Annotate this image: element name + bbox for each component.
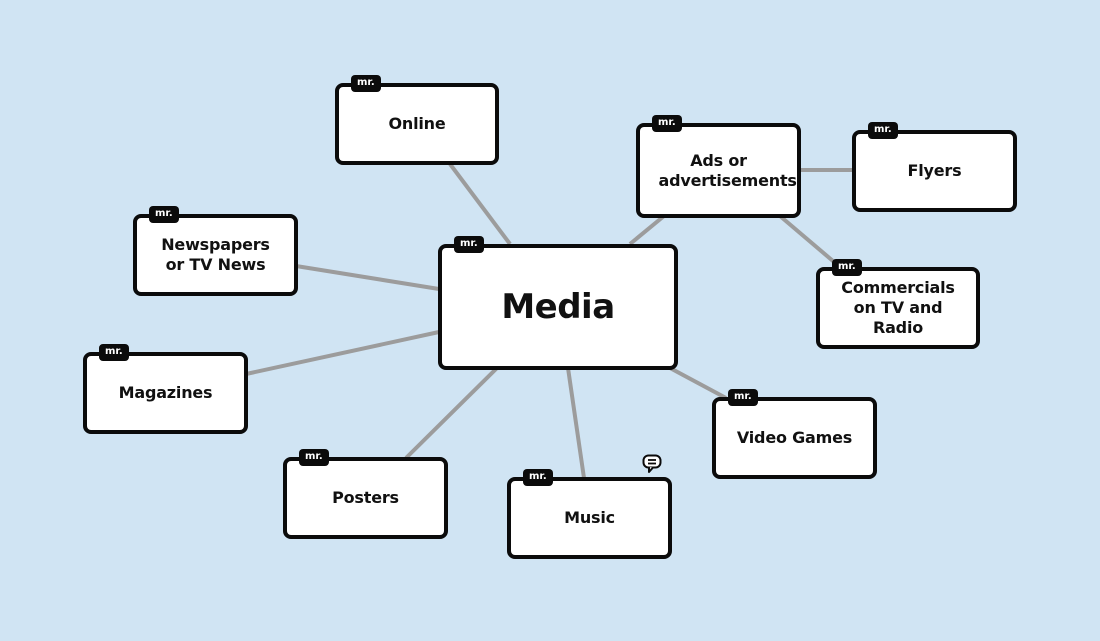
node-tag: mr. [652, 115, 682, 132]
node-magazines[interactable]: mr. Magazines [83, 344, 248, 434]
node-label: Magazines [118, 383, 213, 402]
connector-media-music [566, 367, 586, 479]
node-tag: mr. [351, 75, 381, 92]
node-tag: mr. [868, 122, 898, 139]
node-label: Media [501, 287, 615, 327]
connector-media-videogames [669, 366, 727, 400]
node-tag: mr. [99, 344, 129, 361]
node-tag: mr. [149, 206, 179, 223]
node-label: Ads or advertisements [658, 150, 797, 190]
connector-media-magazines [245, 330, 440, 376]
node-tag: mr. [832, 259, 862, 276]
node-tag: mr. [299, 449, 329, 466]
node-tag: mr. [454, 236, 484, 253]
connector-media-newspapers [295, 264, 440, 291]
node-flyers[interactable]: mr. Flyers [852, 122, 1017, 212]
node-label: Online [388, 114, 446, 133]
node-commercials[interactable]: mr. Commercials on TV and Radio [816, 259, 980, 349]
comment-bubble-icon[interactable] [642, 454, 662, 474]
node-label: Flyers [907, 161, 962, 180]
node-videogames[interactable]: mr. Video Games [712, 389, 877, 479]
node-label: Posters [332, 488, 399, 507]
node-online[interactable]: mr. Online [335, 75, 499, 165]
node-posters[interactable]: mr. Posters [283, 449, 448, 539]
node-label: Newspapers or TV News [161, 235, 270, 274]
node-label: Video Games [736, 428, 853, 447]
node-newspapers[interactable]: mr. Newspapers or TV News [133, 206, 298, 296]
node-tag: mr. [728, 389, 758, 406]
connector-media-online [448, 162, 512, 246]
connector-media-posters [404, 366, 499, 460]
node-music[interactable]: mr. Music [507, 469, 672, 559]
connector-ads-commercials [778, 214, 842, 269]
node-label: Music [564, 508, 615, 527]
node-label: Commercials on TV and Radio [841, 278, 955, 337]
node-ads[interactable]: mr. Ads or advertisements [636, 115, 801, 218]
connector-media-ads [628, 214, 666, 246]
node-media[interactable]: mr. Media [438, 236, 678, 370]
node-tag: mr. [523, 469, 553, 486]
